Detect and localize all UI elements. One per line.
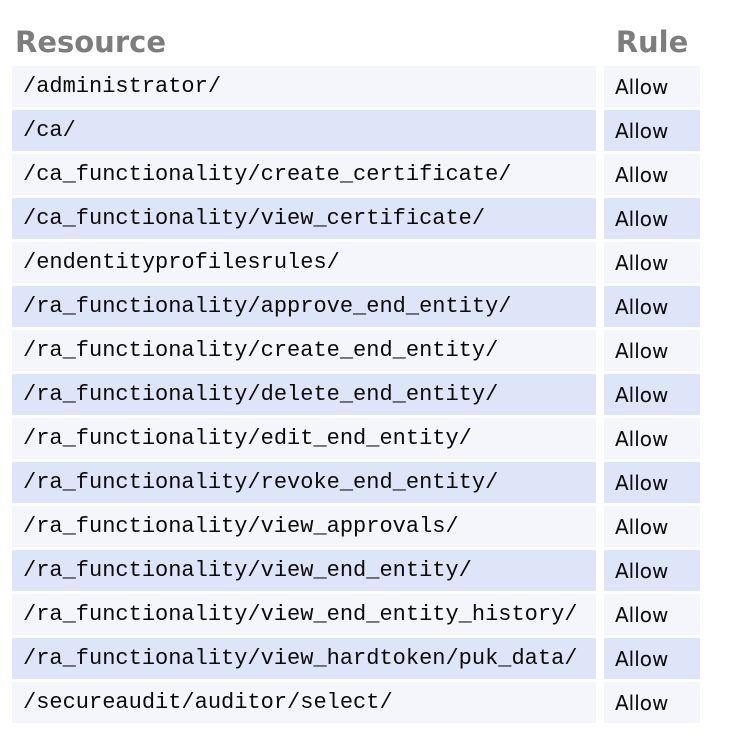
rule-cell: Allow <box>604 682 700 723</box>
resource-cell: /ca_functionality/create_certificate/ <box>12 154 596 195</box>
column-header-resource: Resource <box>15 24 166 59</box>
resource-cell: /ca_functionality/view_certificate/ <box>12 198 596 239</box>
rule-cell: Allow <box>604 286 700 327</box>
resource-cell: /ra_functionality/revoke_end_entity/ <box>12 462 596 503</box>
rule-cell: Allow <box>604 594 700 635</box>
resource-cell: /ra_functionality/view_end_entity_histor… <box>12 594 596 635</box>
resource-cell: /secureaudit/auditor/select/ <box>12 682 596 723</box>
rule-cell: Allow <box>604 638 700 679</box>
rule-cell: Allow <box>604 154 700 195</box>
rule-cell: Allow <box>604 418 700 459</box>
rule-cell: Allow <box>604 66 700 107</box>
resource-cell: /ra_functionality/delete_end_entity/ <box>12 374 596 415</box>
resource-cell: /ra_functionality/view_hardtoken/puk_dat… <box>12 638 596 679</box>
resource-cell: /endentityprofilesrules/ <box>12 242 596 283</box>
resource-cell: /ra_functionality/create_end_entity/ <box>12 330 596 371</box>
resource-cell: /administrator/ <box>12 66 596 107</box>
rule-cell: Allow <box>604 198 700 239</box>
resource-cell: /ra_functionality/edit_end_entity/ <box>12 418 596 459</box>
access-rules-table: Resource Rule /administrator/ Allow /ca/… <box>12 20 746 723</box>
rule-cell: Allow <box>604 374 700 415</box>
resource-cell: /ra_functionality/approve_end_entity/ <box>12 286 596 327</box>
rule-cell: Allow <box>604 330 700 371</box>
column-header-rule: Rule <box>615 24 689 59</box>
rule-cell: Allow <box>604 110 700 151</box>
rule-cell: Allow <box>604 242 700 283</box>
rule-cell: Allow <box>604 462 700 503</box>
resource-cell: /ca/ <box>12 110 596 151</box>
rule-cell: Allow <box>604 506 700 547</box>
resource-cell: /ra_functionality/view_end_entity/ <box>12 550 596 591</box>
rule-cell: Allow <box>604 550 700 591</box>
resource-cell: /ra_functionality/view_approvals/ <box>12 506 596 547</box>
